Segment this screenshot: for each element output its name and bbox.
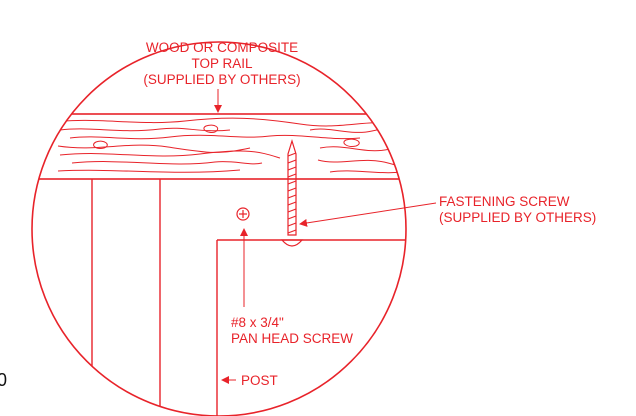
threaded-screw-icon [280, 138, 304, 247]
fastening-screw-label: FASTENING SCREW (SUPPLIED BY OTHERS) [439, 194, 596, 225]
post-label: POST [241, 373, 278, 388]
top-rail-board [32, 113, 406, 180]
pan-head-screw-label-line1: #8 x 3/4" [231, 315, 284, 330]
detail-circle [31, 41, 407, 416]
top-rail-label-line1: WOOD OR COMPOSITE [146, 40, 298, 55]
wood-grain [54, 117, 406, 174]
pan-head-screw-label: #8 x 3/4" PAN HEAD SCREW [231, 315, 353, 346]
pan-head-screw-label-line2: PAN HEAD SCREW [231, 331, 353, 346]
top-rail-label: WOOD OR COMPOSITE TOP RAIL (SUPPLIED BY … [143, 40, 300, 87]
fastening-screw-leader [299, 202, 437, 227]
left-post [91, 179, 161, 416]
top-rail-label-line3: (SUPPLIED BY OTHERS) [143, 72, 300, 87]
right-post-bracket [216, 239, 406, 416]
edge-text: 0 [0, 370, 7, 390]
top-rail-label-line2: TOP RAIL [191, 56, 253, 71]
phillips-screw-head-icon [236, 207, 250, 221]
fastening-screw-label-line1: FASTENING SCREW [439, 194, 570, 209]
fastening-screw-label-line2: (SUPPLIED BY OTHERS) [439, 210, 596, 225]
